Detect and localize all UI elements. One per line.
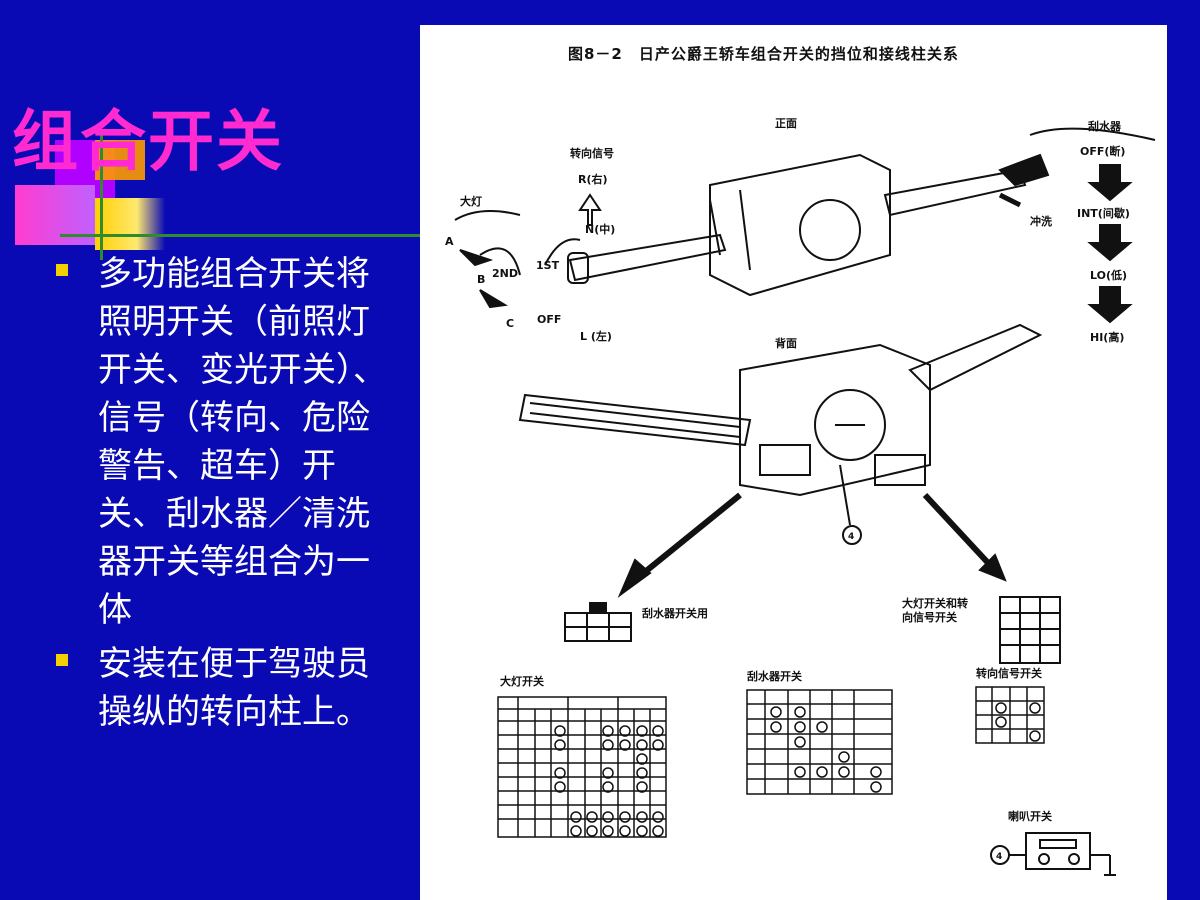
turn-table-title: 转向信号开关 bbox=[976, 666, 1042, 680]
headlight-connector-label-2: 向信号开关 bbox=[902, 610, 957, 624]
headlight-switch-table bbox=[497, 696, 667, 838]
pos-c-label: C bbox=[506, 317, 514, 330]
turn-l-label: L (左) bbox=[580, 329, 612, 343]
figure-panel: 图8－2 日产公爵王轿车组合开关的挡位和接线柱关系 bbox=[420, 25, 1167, 900]
wiper-connector-label: 刮水器开关用 bbox=[642, 606, 708, 620]
pos-b-label: B bbox=[477, 273, 485, 286]
front-view-label: 正面 bbox=[775, 117, 797, 130]
figure-caption: 图8－2 日产公爵王轿车组合开关的挡位和接线柱关系 bbox=[568, 45, 959, 63]
bullet-square-icon bbox=[56, 264, 68, 276]
turn-signal-label: 转向信号 bbox=[570, 146, 614, 160]
bullet-square-icon bbox=[56, 654, 68, 666]
pos-a-label: A bbox=[445, 235, 454, 248]
horn-circle-4-label: 4 bbox=[996, 852, 1002, 862]
wiper-table-title: 刮水器开关 bbox=[747, 669, 802, 683]
pos-off-label: OFF bbox=[537, 313, 561, 326]
pos-2nd-label: 2ND bbox=[492, 267, 518, 280]
horn-switch-diagram bbox=[990, 832, 1116, 876]
horn-title: 喇叭开关 bbox=[1008, 809, 1052, 823]
deco-square-orange bbox=[95, 140, 145, 180]
turn-n-label: N(中) bbox=[585, 222, 615, 236]
headlight-label: 大灯 bbox=[460, 194, 482, 208]
bullet-item: 多功能组合开关将照明开关（前照灯开关、变光开关）、信号（转向、危险警告、超车）开… bbox=[52, 250, 402, 634]
headlight-connector bbox=[999, 596, 1061, 664]
turn-signal-table bbox=[975, 686, 1045, 744]
combination-switch-diagram: 正面 背面 转向信号 R(右) N(中) L (左) 大灯 A B C 2ND … bbox=[445, 117, 1156, 876]
wiper-switch-table bbox=[746, 689, 893, 795]
deco-line-vertical bbox=[100, 130, 103, 260]
wiper-connector bbox=[564, 602, 632, 642]
wiper-off-label: OFF(断) bbox=[1080, 144, 1125, 158]
wiper-int-label: INT(间歇) bbox=[1077, 206, 1130, 220]
switch-front-view bbox=[567, 153, 1050, 297]
bullet-text: 安装在便于驾驶员操纵的转向柱上。 bbox=[98, 644, 370, 732]
circle-4-label: 4 bbox=[848, 532, 854, 542]
deco-square-yellow bbox=[95, 198, 165, 250]
back-view-label: 背面 bbox=[775, 336, 797, 350]
switch-back-view bbox=[518, 323, 1043, 526]
headlight-table-title: 大灯开关 bbox=[500, 674, 544, 688]
bullet-text: 多功能组合开关将照明开关（前照灯开关、变光开关）、信号（转向、危险警告、超车）开… bbox=[98, 254, 387, 630]
wiper-lo-label: LO(低) bbox=[1090, 268, 1127, 282]
bullet-item: 安装在便于驾驶员操纵的转向柱上。 bbox=[52, 640, 402, 736]
wiper-hi-label: HI(高) bbox=[1090, 330, 1124, 344]
headlight-connector-label-1: 大灯开关和转 bbox=[902, 596, 968, 610]
wiper-label: 刮水器 bbox=[1088, 119, 1122, 133]
slide-title: 组合开关 bbox=[12, 103, 284, 180]
turn-r-label: R(右) bbox=[578, 172, 608, 186]
bullet-list: 多功能组合开关将照明开关（前照灯开关、变光开关）、信号（转向、危险警告、超车）开… bbox=[52, 250, 402, 742]
washer-label: 冲洗 bbox=[1030, 214, 1052, 228]
pos-1st-label: 1ST bbox=[536, 259, 560, 272]
deco-line-horizontal bbox=[60, 234, 420, 237]
